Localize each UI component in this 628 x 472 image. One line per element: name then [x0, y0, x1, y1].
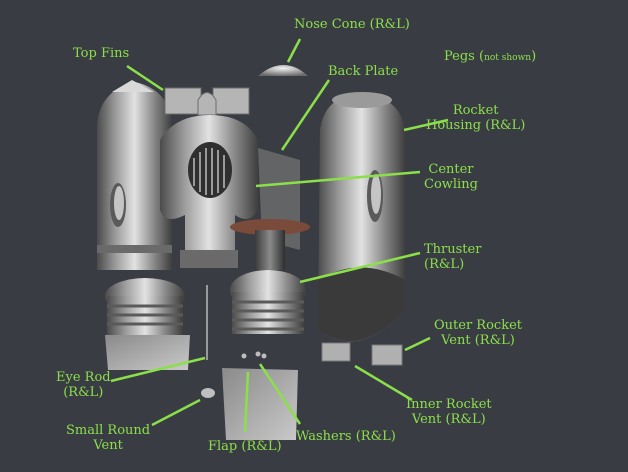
inner-rocket-vent	[321, 342, 351, 362]
label-eye-rod: Eye Rod (R&L)	[56, 370, 111, 400]
label-outer-rocket-vent-line2: Vent (R&L)	[441, 333, 515, 348]
label-small-round-vent-line2: Vent	[93, 438, 123, 453]
label-pegs: Pegs (not shown)	[444, 49, 536, 66]
label-rocket-housing-line2: Housing (R&L)	[426, 118, 526, 133]
nose-cone	[258, 65, 308, 76]
label-thruster: Thruster (R&L)	[424, 242, 481, 272]
label-inner-rocket-vent-line1: Inner Rocket	[406, 397, 492, 412]
label-thruster-line2: (R&L)	[424, 257, 465, 272]
flap	[222, 368, 298, 440]
label-inner-rocket-vent-line2: Vent (R&L)	[411, 412, 486, 427]
label-outer-rocket-vent: Outer Rocket Vent (R&L)	[434, 318, 522, 348]
label-top-fins: Top Fins	[73, 46, 130, 61]
label-inner-rocket-vent: Inner Rocket Vent (R&L)	[406, 397, 492, 427]
small-round-vent	[201, 388, 215, 398]
label-flap: Flap (R&L)	[208, 439, 282, 454]
label-pegs-close: )	[531, 49, 537, 64]
label-outer-rocket-vent-line1: Outer Rocket	[434, 318, 522, 333]
label-center-cowling-line1: Center	[428, 162, 474, 177]
label-rocket-housing: Rocket Housing (R&L)	[426, 103, 525, 133]
thruster	[230, 219, 310, 334]
label-small-round-vent: Small Round Vent	[66, 423, 150, 453]
label-center-cowling: Center Cowling	[424, 162, 478, 192]
washers	[241, 351, 267, 359]
label-eye-rod-line2: (R&L)	[63, 385, 104, 400]
rocket-housing	[318, 92, 405, 342]
label-pegs-note: not shown	[484, 53, 532, 63]
label-washers: Washers (R&L)	[296, 429, 396, 444]
label-rocket-housing-line1: Rocket	[452, 103, 499, 118]
label-center-cowling-line2: Cowling	[424, 177, 478, 192]
center-cowling	[160, 115, 258, 268]
label-pegs-main: Pegs (	[444, 49, 485, 64]
outer-rocket-vent	[371, 344, 403, 366]
label-back-plate: Back Plate	[328, 64, 399, 79]
label-small-round-vent-line1: Small Round	[66, 423, 151, 438]
top-fins	[164, 87, 250, 116]
label-nose-cone: Nose Cone (R&L)	[294, 17, 410, 32]
label-thruster-line1: Thruster	[424, 242, 482, 257]
leader-lines	[110, 38, 449, 433]
label-eye-rod-line1: Eye Rod	[56, 370, 111, 385]
left-rocket-assembly	[97, 80, 190, 370]
